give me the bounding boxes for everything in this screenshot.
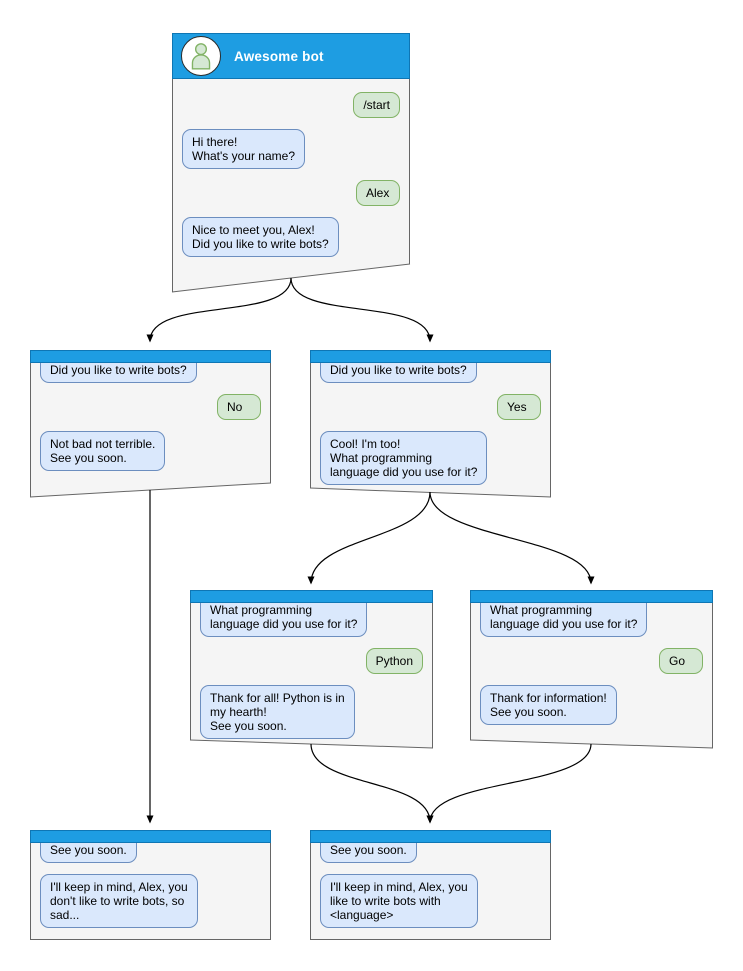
user-message: Python bbox=[365, 648, 423, 674]
message-list: See you soon. I'll keep in mind, Alex, y… bbox=[311, 837, 550, 928]
message-list: What programming language did you use fo… bbox=[471, 597, 712, 725]
user-message: No bbox=[217, 394, 261, 420]
edge-start-to-yes bbox=[290, 277, 434, 343]
bot-message: I'll keep in mind, Alex, you don't like … bbox=[40, 874, 198, 928]
edge-start-to-no bbox=[146, 277, 292, 343]
user-message: Alex bbox=[356, 180, 400, 206]
chat-header-bar bbox=[190, 590, 433, 603]
chat-header-bar bbox=[310, 350, 551, 363]
bot-message: Thank for all! Python is in my hearth! S… bbox=[200, 685, 355, 739]
edge-yes-to-python bbox=[307, 491, 431, 585]
bot-message: Nice to meet you, Alex! Did you like to … bbox=[182, 217, 339, 257]
bot-message: Not bad not terrible. See you soon. bbox=[40, 431, 166, 471]
bot-avatar-icon bbox=[181, 36, 221, 76]
message-list: What programming language did you use fo… bbox=[191, 597, 432, 739]
chat-header-bar bbox=[310, 830, 551, 843]
bot-message: Cool! I'm too! What programming language… bbox=[320, 431, 488, 485]
chat-window-go-branch: What programming language did you use fo… bbox=[470, 590, 713, 748]
edge-go-to-end bbox=[426, 743, 592, 824]
chat-header-bar bbox=[30, 350, 271, 363]
chat-window-end-no: See you soon. I'll keep in mind, Alex, y… bbox=[30, 830, 271, 940]
chat-header-bar bbox=[470, 590, 713, 603]
message-list: /start Hi there! What's your name? Alex … bbox=[173, 80, 409, 257]
bot-message: I'll keep in mind, Alex, you like to wri… bbox=[320, 874, 478, 928]
chat-window-start: Awesome bot /start Hi there! What's your… bbox=[172, 33, 410, 292]
bot-message: Hi there! What's your name? bbox=[182, 129, 306, 169]
chat-header-bar bbox=[30, 830, 271, 843]
chat-window-end-language: See you soon. I'll keep in mind, Alex, y… bbox=[310, 830, 551, 940]
chat-header: Awesome bot bbox=[172, 33, 410, 79]
message-list: Did you like to write bots? No Not bad n… bbox=[31, 357, 270, 471]
chat-window-no-branch: Did you like to write bots? No Not bad n… bbox=[30, 350, 271, 497]
chat-window-python-branch: What programming language did you use fo… bbox=[190, 590, 433, 748]
edge-python-to-end bbox=[310, 743, 434, 824]
bot-name: Awesome bot bbox=[234, 48, 324, 64]
bot-message: What programming language did you use fo… bbox=[200, 597, 368, 637]
user-message: Go bbox=[659, 648, 703, 674]
bot-message: Thank for information! See you soon. bbox=[480, 685, 617, 725]
edge-yes-to-go bbox=[429, 491, 595, 585]
bot-message: What programming language did you use fo… bbox=[480, 597, 648, 637]
message-list: Did you like to write bots? Yes Cool! I'… bbox=[311, 357, 550, 485]
message-list: See you soon. I'll keep in mind, Alex, y… bbox=[31, 837, 270, 928]
chat-window-yes-branch: Did you like to write bots? Yes Cool! I'… bbox=[310, 350, 551, 497]
user-message: Yes bbox=[497, 394, 541, 420]
user-message: /start bbox=[353, 92, 400, 118]
